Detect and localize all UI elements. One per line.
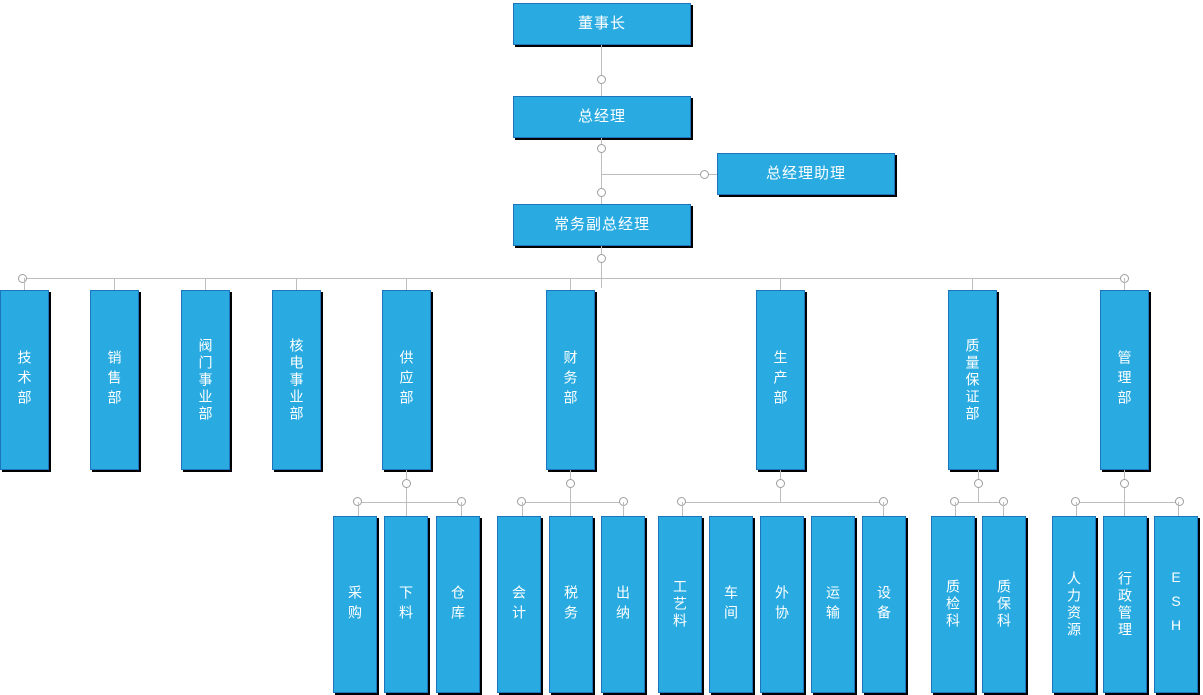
- drop-dept-5: [406, 278, 407, 290]
- bus-dot-admin-left: [1071, 497, 1080, 506]
- node-sub-production-1[interactable]: 工艺料: [658, 516, 702, 693]
- drop-quality-2: [1003, 502, 1004, 516]
- bus-dot-quality-left: [950, 497, 959, 506]
- node-department-8[interactable]: 质量保证部: [948, 290, 997, 470]
- drop-dept-3: [205, 278, 206, 290]
- connector-gm-assistant: [601, 174, 717, 175]
- node-sub-admin-3[interactable]: ESH: [1154, 516, 1198, 693]
- drop-production-1: [682, 502, 683, 516]
- node-sub-finance-2[interactable]: 税务: [549, 516, 593, 693]
- connector-dot-gm: [597, 144, 606, 153]
- bus-dot-admin-right: [1175, 497, 1184, 506]
- node-sub-supply-3[interactable]: 仓库: [436, 516, 480, 693]
- connector-dot-supply: [402, 479, 411, 488]
- drop-dept-2: [114, 278, 115, 290]
- connector-dot-quality: [974, 479, 983, 488]
- node-sub-finance-3[interactable]: 出纳: [601, 516, 645, 693]
- node-sub-quality-2[interactable]: 质保科: [982, 516, 1026, 693]
- drop-supply-1: [358, 502, 359, 516]
- drop-dept-8: [972, 278, 973, 290]
- bus-dot-production-left: [677, 497, 686, 506]
- bus-dot-supply-left: [353, 497, 362, 506]
- node-department-4[interactable]: 核电事业部: [272, 290, 321, 470]
- drop-finance-2: [570, 502, 571, 516]
- node-sub-admin-1[interactable]: 人力资源: [1052, 516, 1096, 693]
- drop-finance-3: [623, 502, 624, 516]
- drop-dept-9: [1124, 278, 1125, 290]
- bus-sub-supply: [358, 502, 463, 503]
- node-general-manager[interactable]: 总经理: [513, 96, 691, 138]
- drop-finance-1: [522, 502, 523, 516]
- connector-chairman-gm: [601, 45, 602, 96]
- node-department-2[interactable]: 销售部: [90, 290, 139, 470]
- node-department-7[interactable]: 生产部: [756, 290, 805, 470]
- drop-admin-3: [1178, 502, 1179, 516]
- bus-sub-quality: [955, 502, 1003, 503]
- node-department-6[interactable]: 财务部: [546, 290, 595, 470]
- drop-dept-7: [780, 278, 781, 290]
- bus-sub-admin: [1076, 502, 1180, 503]
- drop-dept-1: [24, 278, 25, 290]
- connector-dot-production: [776, 479, 785, 488]
- bus-sub-production: [682, 502, 884, 503]
- node-gm-assistant[interactable]: 总经理助理: [717, 153, 895, 195]
- drop-quality-1: [955, 502, 956, 516]
- connector-dot-admin: [1120, 479, 1129, 488]
- connector-dot-gm-assistant: [700, 170, 709, 179]
- drop-dept-6: [570, 278, 571, 290]
- node-sub-production-4[interactable]: 运输: [811, 516, 855, 693]
- connector-dot-finance: [566, 479, 575, 488]
- node-department-1[interactable]: 技术部: [0, 290, 49, 470]
- bus-sub-finance: [522, 502, 624, 503]
- node-department-3[interactable]: 阀门事业部: [181, 290, 230, 470]
- node-sub-production-2[interactable]: 车间: [709, 516, 753, 693]
- node-sub-admin-2[interactable]: 行政管理: [1103, 516, 1147, 693]
- connector-gm-deputy: [601, 138, 602, 204]
- department-bus: [24, 278, 1126, 279]
- connector-dot-deputy: [597, 188, 606, 197]
- drop-supply-3: [461, 502, 462, 516]
- node-deputy-gm[interactable]: 常务副总经理: [513, 204, 691, 246]
- node-sub-production-3[interactable]: 外协: [760, 516, 804, 693]
- node-sub-quality-1[interactable]: 质检科: [931, 516, 975, 693]
- node-sub-finance-1[interactable]: 会计: [497, 516, 541, 693]
- drop-supply-2: [406, 502, 407, 516]
- drop-admin-2: [1124, 502, 1125, 516]
- node-sub-supply-1[interactable]: 采购: [333, 516, 377, 693]
- node-department-9[interactable]: 管理部: [1100, 290, 1149, 470]
- connector-dot-chairman-gm: [597, 75, 606, 84]
- node-sub-supply-2[interactable]: 下料: [384, 516, 428, 693]
- node-chairman[interactable]: 董事长: [513, 3, 691, 45]
- node-department-5[interactable]: 供应部: [382, 290, 431, 470]
- bus-end-dot-left: [18, 274, 27, 283]
- drop-admin-1: [1076, 502, 1077, 516]
- connector-dot-deputy-bottom: [597, 254, 606, 263]
- bus-dot-finance-left: [517, 497, 526, 506]
- drop-production-5: [883, 502, 884, 516]
- connector-deputy-bus: [601, 246, 602, 288]
- drop-dept-4: [296, 278, 297, 290]
- node-sub-production-5[interactable]: 设备: [862, 516, 906, 693]
